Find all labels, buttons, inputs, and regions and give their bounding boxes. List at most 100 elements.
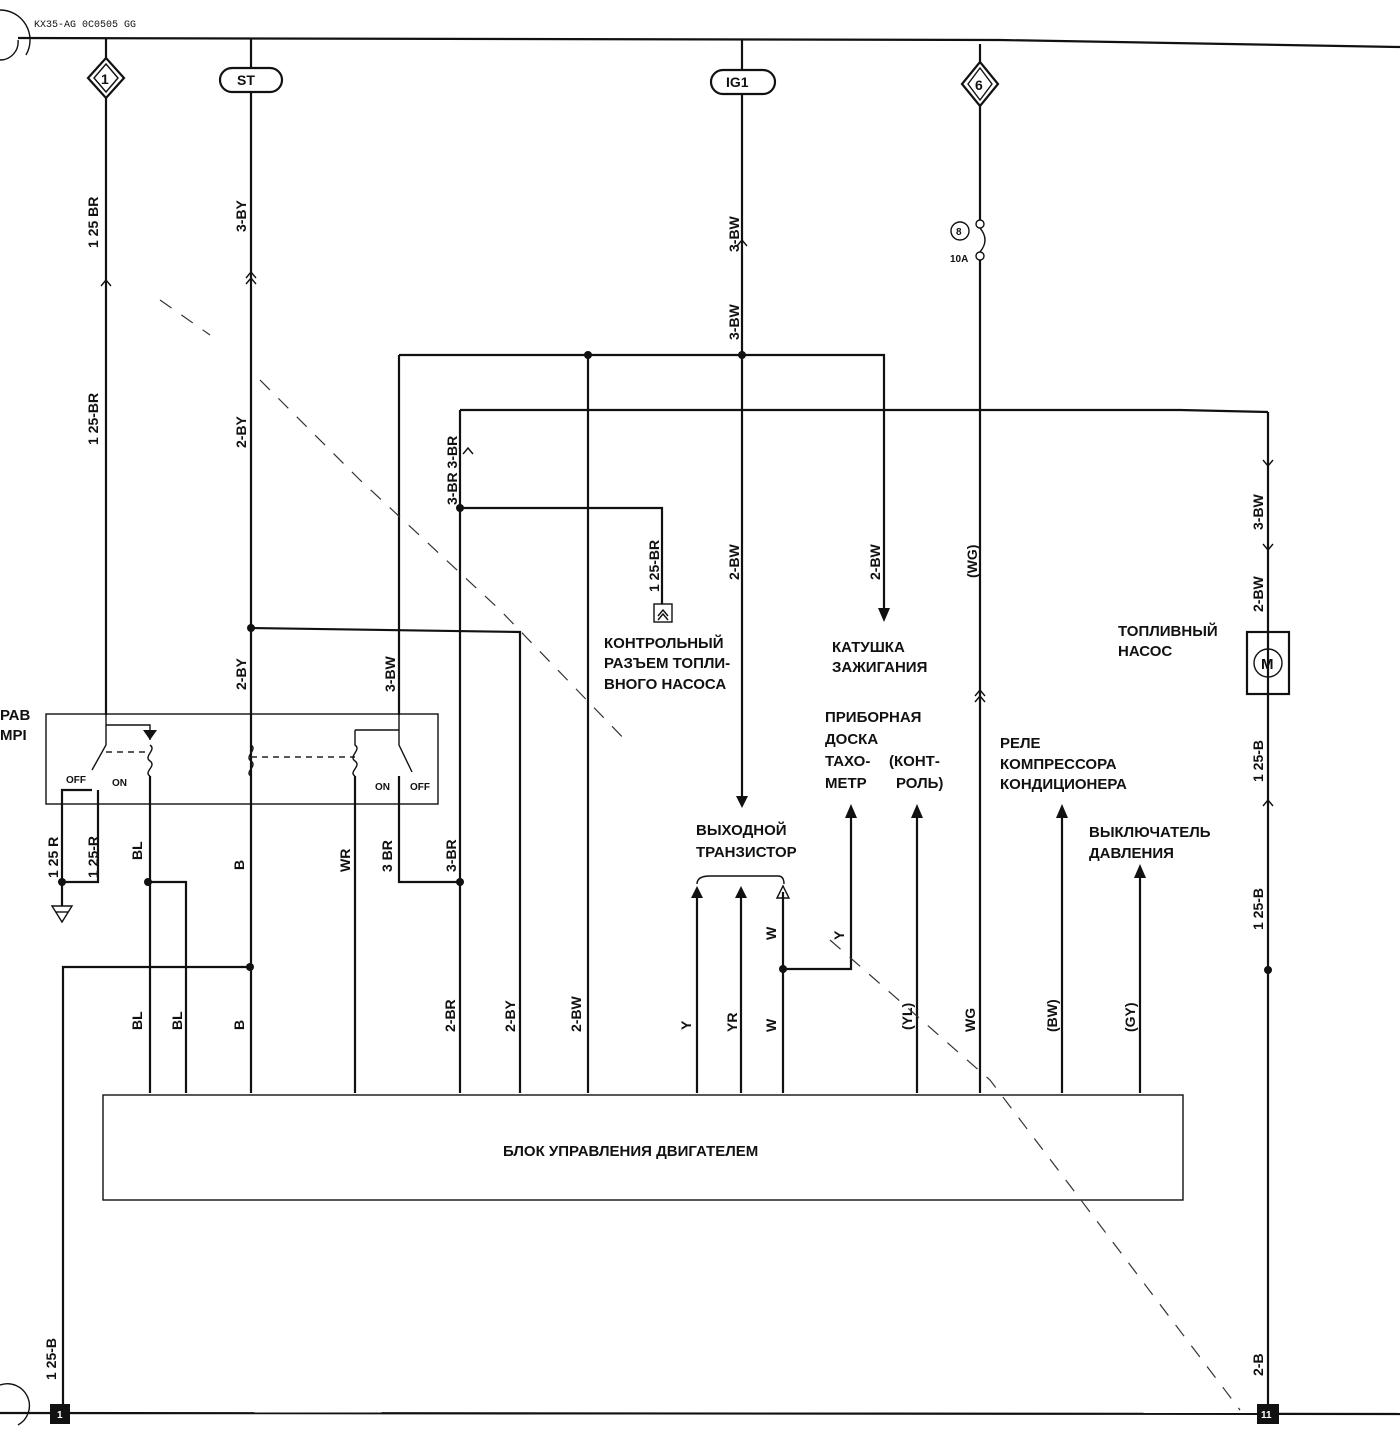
wire-label-ground-return: 1 25-B (43, 1338, 59, 1380)
header-code: KX35-AG 0C0505 GG (34, 20, 136, 31)
arrow-yr (735, 886, 747, 898)
pressure-switch-label: ВЫКЛЮЧАТЕЛЬ ДАВЛЕНИЯ (1089, 824, 1211, 862)
svg-text:ТАХО-: ТАХО- (825, 753, 870, 770)
engine-control-unit: БЛОК УПРАВЛЕНИЯ ДВИГАТЕЛЕМ (102, 1094, 1184, 1201)
wire-label-3br-top: 3-BR 3-BR (444, 436, 460, 505)
wire-label-pump-e: 2-B (1250, 1353, 1266, 1376)
svg-text:КАТУШКА: КАТУШКА (832, 639, 905, 656)
junction-bus-ig1 (738, 351, 746, 359)
scan-artifact-line (829, 939, 1241, 1411)
svg-text:ST: ST (237, 72, 255, 88)
svg-text:MPI: MPI (0, 727, 27, 744)
connector-6: 6 (960, 60, 1000, 108)
svg-text:КОМПРЕССОРА: КОМПРЕССОРА (1000, 756, 1117, 773)
plug-c1 (100, 278, 112, 287)
svg-text:11: 11 (1261, 1410, 1272, 1421)
svg-text:1: 1 (57, 1410, 63, 1421)
svg-text:IG1: IG1 (726, 74, 749, 90)
ignition-coil-label: КАТУШКА ЗАЖИГАНИЯ (832, 639, 927, 676)
ecu-pin-labels: BL BL B 2-BR 2-BY 2-BW Y YR W (YL) WG (B… (129, 995, 1138, 1032)
wire-st-branch (250, 626, 522, 1093)
ecu-pin-label: 2-BR (442, 999, 458, 1032)
junction-pump (1264, 966, 1272, 974)
svg-text:ТОПЛИВНЫЙ: ТОПЛИВНЫЙ (1118, 622, 1218, 640)
wire-label-st-a: 3-BY (233, 199, 249, 232)
ecu-pin-label: W (763, 1018, 779, 1032)
ground-symbol (50, 905, 74, 924)
wire-label-st-c: 2-BY (233, 657, 249, 690)
fuse: 8 10A (950, 219, 986, 265)
connector-1: 1 (86, 56, 126, 100)
svg-text:КОНДИЦИОНЕРА: КОНДИЦИОНЕРА (1000, 776, 1127, 793)
plug-pump-c (1262, 798, 1274, 807)
bus-3br (460, 408, 1269, 414)
svg-text:ДАВЛЕНИЯ: ДАВЛЕНИЯ (1089, 845, 1174, 862)
wire-label-coil: 2-BW (867, 543, 883, 580)
bus-upper (399, 353, 886, 610)
bottom-rail (0, 1411, 1400, 1416)
fuel-check-connector-label: КОНТРОЛЬНЫЙ РАЗЪЕМ ТОПЛИ- ВНОГО НАСОСА (604, 634, 730, 693)
wire-relay-ground (60, 788, 92, 906)
ecu-pin-label: 2-BW (568, 995, 584, 1032)
wire-label-fuel-check: 1 25-BR (646, 540, 662, 592)
wire-label-bl: BL (129, 841, 145, 860)
svg-text:ВЫХОДНОЙ: ВЫХОДНОЙ (696, 821, 787, 839)
junction-3br-relay (456, 878, 464, 886)
plug-st (245, 270, 257, 285)
scan-artifact-line (259, 379, 631, 746)
svg-text:10A: 10A (950, 254, 968, 265)
ground-terminal-11: 11 (1257, 1404, 1279, 1424)
fuel-pump-motor-icon: M (1245, 630, 1291, 696)
scan-artifact-line (159, 299, 211, 336)
wire-bl-branch (148, 880, 188, 1093)
wire-label-c1-b: 1 25-BR (85, 393, 101, 445)
ecu-pin-label: WG (962, 1008, 978, 1032)
svg-text:РАЗЪЕМ ТОПЛИ-: РАЗЪЕМ ТОПЛИ- (604, 655, 730, 672)
wire-label-3bw: 3-BW (382, 655, 398, 692)
wire-label-y-tacho: Y (831, 930, 847, 940)
connector-ig1: IG1 (709, 68, 777, 96)
junction-ground (58, 878, 66, 886)
wire-fuel-check (460, 506, 664, 604)
ecu-pin-label: Y (678, 1020, 694, 1030)
ecu-pin-label: BL (169, 1011, 185, 1030)
ac-compressor-relay-label: РЕЛЕ КОМПРЕССОРА КОНДИЦИОНЕРА (1000, 735, 1127, 793)
wire-label-wr: WR (337, 849, 353, 872)
svg-text:РАВ: РАВ (0, 707, 31, 724)
svg-text:ДОСКА: ДОСКА (825, 731, 878, 748)
fuel-pump-label: ТОПЛИВНЫЙ НАСОС (1118, 622, 1218, 660)
arrow-tacho (845, 804, 857, 818)
corner-circle-bottom (0, 1383, 31, 1426)
instrument-panel-label: ПРИБОРНАЯ ДОСКА ТАХО- (КОНТ- МЕТР РОЛЬ) (825, 709, 943, 792)
wire-label-c1-a: 1 25 BR (85, 197, 101, 248)
svg-text:КОНТРОЛЬНЫЙ: КОНТРОЛЬНЫЙ (604, 634, 724, 652)
svg-text:РЕЛЕ: РЕЛЕ (1000, 735, 1041, 752)
transistor-bracket (696, 875, 785, 885)
wire-label-w: W (763, 926, 779, 940)
wire-label-ig1-b: 3-BW (726, 303, 742, 340)
ecu-pin-label: (GY) (1122, 1002, 1138, 1032)
top-rail (17, 36, 1400, 49)
plug-pump-b (1262, 543, 1274, 552)
wire-label-3br-relay: 3 BR (379, 840, 395, 872)
svg-text:OFF: OFF (410, 782, 430, 793)
wire-label-r2: 1 25-R (85, 836, 101, 878)
svg-text:8: 8 (956, 227, 962, 238)
svg-text:РОЛЬ): РОЛЬ) (896, 775, 943, 792)
fuel-check-connector-icon (653, 603, 673, 623)
plug-c6 (974, 688, 986, 703)
wire-relay-r (62, 790, 100, 884)
wire-label-pump-d: 1 25-B (1250, 888, 1266, 930)
ecu-pin-label: BL (129, 1011, 145, 1030)
svg-text:МЕТР: МЕТР (825, 775, 867, 792)
plug-pump-a (1262, 459, 1274, 468)
arrow-transistor (736, 796, 748, 808)
svg-text:6: 6 (975, 77, 983, 93)
wire-3br-relay (397, 776, 460, 884)
svg-text:ВЫКЛЮЧАТЕЛЬ: ВЫКЛЮЧАТЕЛЬ (1089, 824, 1211, 841)
ecu-pin-label: (BW) (1044, 999, 1060, 1032)
svg-text:БЛОК УПРАВЛЕНИЯ ДВИГАТЕЛЕМ: БЛОК УПРАВЛЕНИЯ ДВИГАТЕЛЕМ (503, 1143, 758, 1160)
wire-label-pump-a: 3-BW (1250, 493, 1266, 530)
main-relay: РАВ MPI OFF ON ON OFF (0, 707, 439, 805)
wire-label-ig1-c: 2-BW (726, 543, 742, 580)
